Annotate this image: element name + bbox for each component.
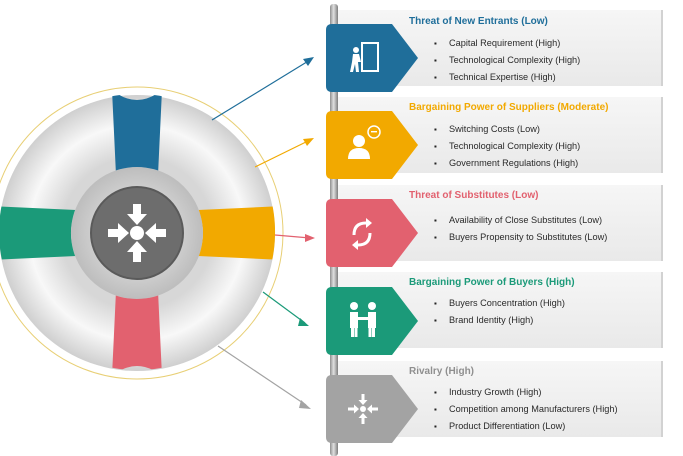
force-title-new-entrants: Threat of New Entrants (Low) (409, 16, 548, 27)
tag-substitutes (326, 199, 418, 267)
force-items-substitutes: Availability of Close Substitutes (Low) … (434, 212, 607, 246)
list-item: Buyers Concentration (High) (434, 295, 565, 312)
list-item: Technical Expertise (High) (434, 69, 580, 86)
tag-rivalry (326, 375, 418, 443)
force-title-suppliers: Bargaining Power of Suppliers (Moderate) (409, 102, 609, 113)
force-items-buyers: Buyers Concentration (High) Brand Identi… (434, 295, 565, 329)
outer-guide-circle (0, 86, 284, 380)
list-item: Technological Complexity (High) (434, 52, 580, 69)
ring-band-bottom (112, 291, 162, 370)
list-item: Government Regulations (High) (434, 155, 580, 172)
list-item: Capital Requirement (High) (434, 35, 580, 52)
ring-band-right (198, 206, 276, 260)
list-item: Product Differentiation (Low) (434, 418, 618, 435)
list-item: Switching Costs (Low) (434, 121, 580, 138)
ring-band-top (112, 94, 162, 175)
list-item: Buyers Propensity to Substitutes (Low) (434, 229, 607, 246)
converging-arrows-icon (348, 394, 378, 424)
converging-arrows-icon (108, 204, 166, 262)
list-item: Availability of Close Substitutes (Low) (434, 212, 607, 229)
swap-arrows-icon (352, 221, 372, 247)
tag-buyers (326, 287, 418, 355)
force-title-substitutes: Threat of Substitutes (Low) (409, 190, 539, 201)
tag-new-entrants (326, 24, 418, 92)
list-item: Industry Growth (High) (434, 384, 618, 401)
force-items-rivalry: Industry Growth (High) Competition among… (434, 384, 618, 435)
force-title-rivalry: Rivalry (High) (409, 366, 475, 377)
force-items-suppliers: Switching Costs (Low) Technological Comp… (434, 121, 580, 172)
connector-arrows (211, 57, 315, 409)
list-item: Brand Identity (High) (434, 312, 565, 329)
handshake-icon (350, 302, 376, 337)
person-exit-door-icon (350, 42, 379, 72)
force-title-buyers: Bargaining Power of Buyers (High) (409, 277, 575, 288)
tag-suppliers (326, 111, 418, 179)
list-item: Competition among Manufacturers (High) (434, 401, 618, 418)
supplier-speech-icon (348, 125, 381, 159)
force-items-new-entrants: Capital Requirement (High) Technological… (434, 35, 580, 86)
list-item: Technological Complexity (High) (434, 138, 580, 155)
ring-band-left (0, 206, 76, 260)
